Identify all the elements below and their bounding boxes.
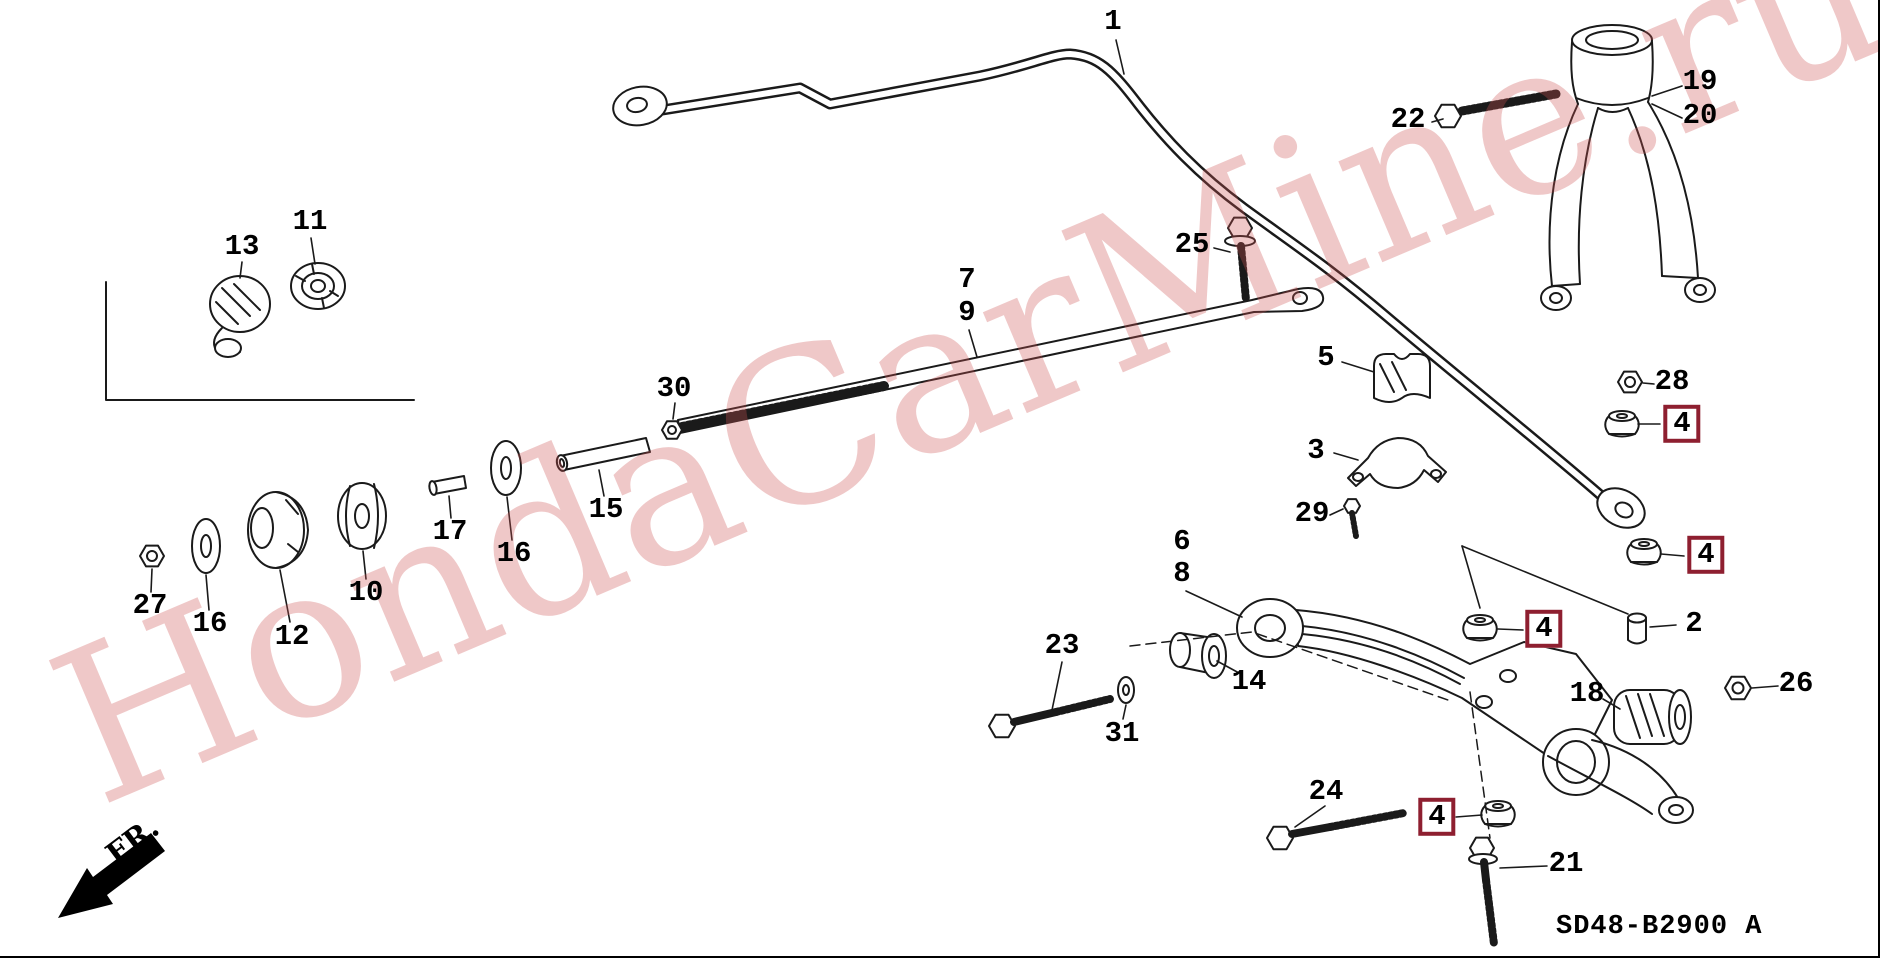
detail-bracket-line (105, 281, 415, 401)
part-label-26: 26 (1778, 666, 1814, 700)
part-label-9: 9 (958, 295, 976, 329)
bushing-18 (1613, 689, 1692, 745)
part-label-18: 18 (1569, 676, 1605, 710)
fr-arrow-icon (58, 833, 165, 918)
rubber-bushing-4 (1626, 538, 1662, 566)
part-label-boxed-4: 4 (1687, 535, 1725, 575)
nut-26 (1724, 675, 1752, 701)
part-label-5: 5 (1317, 340, 1335, 374)
bolt-23 (988, 695, 1114, 739)
spacer-17 (428, 475, 467, 496)
bolt-21 (1468, 836, 1498, 948)
stabilizer-bar (612, 48, 1646, 529)
part-label-30: 30 (656, 371, 692, 405)
part-label-8: 8 (1173, 556, 1191, 590)
diagram-code: SD48-B2900 A (1556, 912, 1763, 942)
bushing-11 (290, 262, 346, 310)
part-label-2: 2 (1685, 606, 1703, 640)
washer-16-left (191, 518, 221, 574)
bushing-10 (337, 482, 387, 550)
part-label-23: 23 (1044, 628, 1080, 662)
part-label-27: 27 (132, 588, 168, 622)
bolt-22 (1434, 89, 1561, 129)
bushing-holder-5 (1373, 353, 1431, 403)
part-label-20: 20 (1682, 98, 1718, 132)
nut-27 (139, 544, 165, 568)
part-label-boxed-4: 4 (1418, 797, 1456, 837)
collar-15 (555, 437, 651, 472)
part-label-28: 28 (1654, 364, 1690, 398)
part-label-6: 6 (1173, 524, 1191, 558)
part-label-16: 16 (192, 606, 228, 640)
part-label-19: 19 (1682, 64, 1718, 98)
part-label-29: 29 (1294, 496, 1330, 530)
part-label-25: 25 (1174, 227, 1210, 261)
callout-split-lines (1461, 545, 1629, 615)
stud-29 (1343, 498, 1361, 539)
washer-16-right (490, 440, 522, 496)
rubber-bushing-4 (1462, 614, 1498, 642)
fork (1540, 24, 1716, 311)
part-label-10: 10 (348, 575, 384, 609)
part-label-24: 24 (1308, 774, 1344, 808)
part-label-31: 31 (1104, 716, 1140, 750)
part-label-boxed-4: 4 (1663, 404, 1701, 444)
part-label-14: 14 (1231, 664, 1267, 698)
part-label-16: 16 (496, 536, 532, 570)
nut-30 (661, 420, 683, 440)
rubber-bushing-4 (1604, 410, 1640, 438)
part-label-12: 12 (274, 619, 310, 653)
part-label-21: 21 (1548, 846, 1584, 880)
part-label-13: 13 (224, 229, 260, 263)
part-label-1: 1 (1104, 4, 1122, 38)
bolt-25 (1224, 216, 1256, 304)
nut-28 (1617, 370, 1643, 394)
sleeve-2 (1627, 612, 1647, 645)
radius-rod (677, 287, 1325, 434)
stabilizer-bracket-3 (1347, 437, 1447, 489)
part-label-7: 7 (958, 262, 976, 296)
bushing-12 (247, 491, 309, 569)
part-label-11: 11 (292, 204, 328, 238)
part-label-15: 15 (588, 492, 624, 526)
bushing-13 (209, 275, 271, 358)
bushing-14 (1169, 632, 1227, 679)
part-label-boxed-4: 4 (1525, 609, 1563, 649)
part-label-22: 22 (1390, 102, 1426, 136)
part-label-3: 3 (1307, 433, 1325, 467)
washer-31 (1117, 676, 1135, 704)
leader-lines (150, 39, 1779, 869)
assembly-axis-lines (1129, 631, 1491, 839)
part-label-17: 17 (432, 514, 468, 548)
bolt-24 (1266, 809, 1408, 851)
